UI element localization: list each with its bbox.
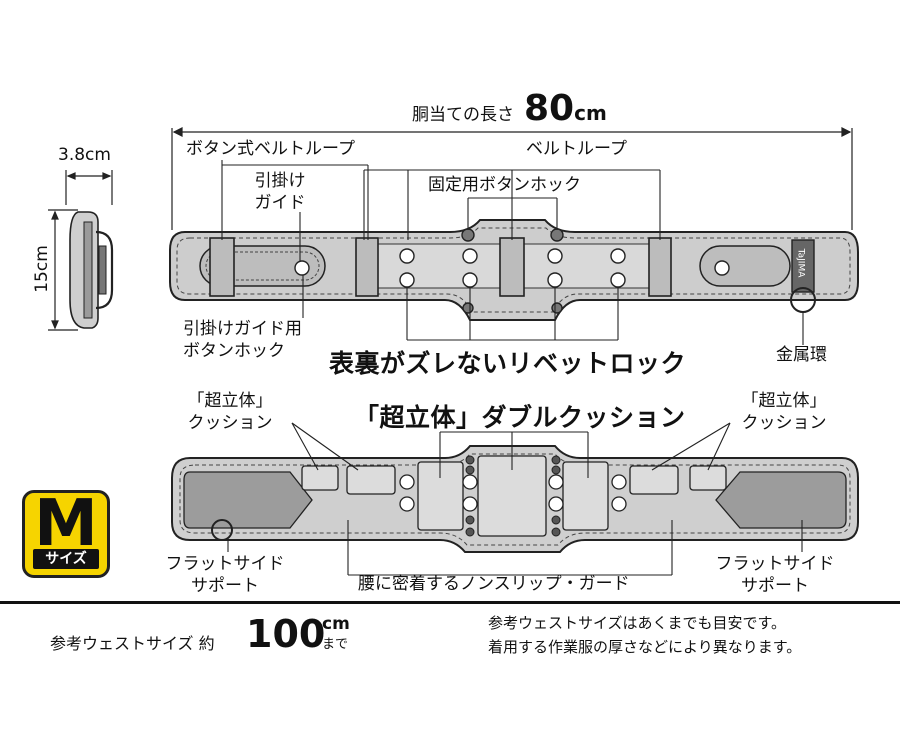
flat-side-right-label: フラットサイド サポート [710,553,840,597]
double-cushion-heading: 「超立体」ダブルクッション [354,403,686,432]
cushion-right-line1: 「超立体」 [741,391,827,411]
top-leader-lines [221,160,804,345]
length-dimension-line [171,127,853,230]
waist-size-unit: cm [322,614,350,634]
flat-side-left-line1: フラットサイド [165,554,285,574]
flat-side-right-line1: フラットサイド [715,554,835,574]
size-word: サイズ [33,549,99,569]
waist-size-suffix: まで [322,637,349,652]
cushion-left-line2: クッション [187,413,273,433]
hook-guide-button-label: 引掛けガイド用 ボタンホック [183,318,302,362]
waist-size-label: 参考ウェストサイズ 約 [50,634,215,653]
side-view-belt [69,211,114,329]
flat-side-left-line2: サポート [191,576,259,596]
bottom-belt [171,445,859,553]
cushion-right-label: 「超立体」 クッション [734,390,834,434]
fixing-button-hook-label: 固定用ボタンホック [428,175,581,195]
hook-guide-label: 引掛け ガイド [248,170,312,214]
rivet-lock-heading: 表裏がズレないリベットロック [329,349,687,378]
bottom-leader-lines [227,422,803,576]
size-badge: M サイズ [22,487,110,578]
flat-side-left-label: フラットサイド サポート [160,553,290,597]
waist-size-value: 100 [246,612,326,656]
length-number: 80 [524,88,575,129]
non-slip-guard-label: 腰に密着するノンスリップ・ガード [358,574,630,594]
metal-ring-label: 金属環 [776,345,827,365]
cushion-right-line2: クッション [741,413,827,433]
hook-guide-line1: 引掛け [254,171,306,191]
footer-divider [0,601,900,604]
width-dimension-label: 3.8cm [58,145,111,165]
height-dimension-label: 15cm [31,245,52,293]
length-unit: cm [574,101,607,125]
note-line-1: 参考ウェストサイズはあくまでも目安です。 [488,614,787,632]
length-label-text: 胴当ての長さ [412,105,514,125]
button-belt-loop-label: ボタン式ベルトループ [186,139,355,159]
size-letter: M [34,487,98,561]
top-belt [169,219,859,321]
brand-tag-text: TaJIMA [795,248,806,278]
belt-loop-label: ベルトループ [526,139,627,159]
cushion-left-label: 「超立体」 クッション [180,390,280,434]
flat-side-right-line2: サポート [741,576,809,596]
side-view-dimension-lines [48,170,113,331]
length-value: 80cm [524,88,607,129]
note-line-2: 着用する作業服の厚さなどにより異なります。 [488,638,802,656]
hook-guide-button-line2: ボタンホック [183,341,285,361]
hook-guide-button-line1: 引掛けガイド用 [183,319,302,339]
cushion-left-line1: 「超立体」 [187,391,273,411]
hook-guide-line2: ガイド [254,193,306,213]
length-label: 胴当ての長さ [412,100,514,125]
